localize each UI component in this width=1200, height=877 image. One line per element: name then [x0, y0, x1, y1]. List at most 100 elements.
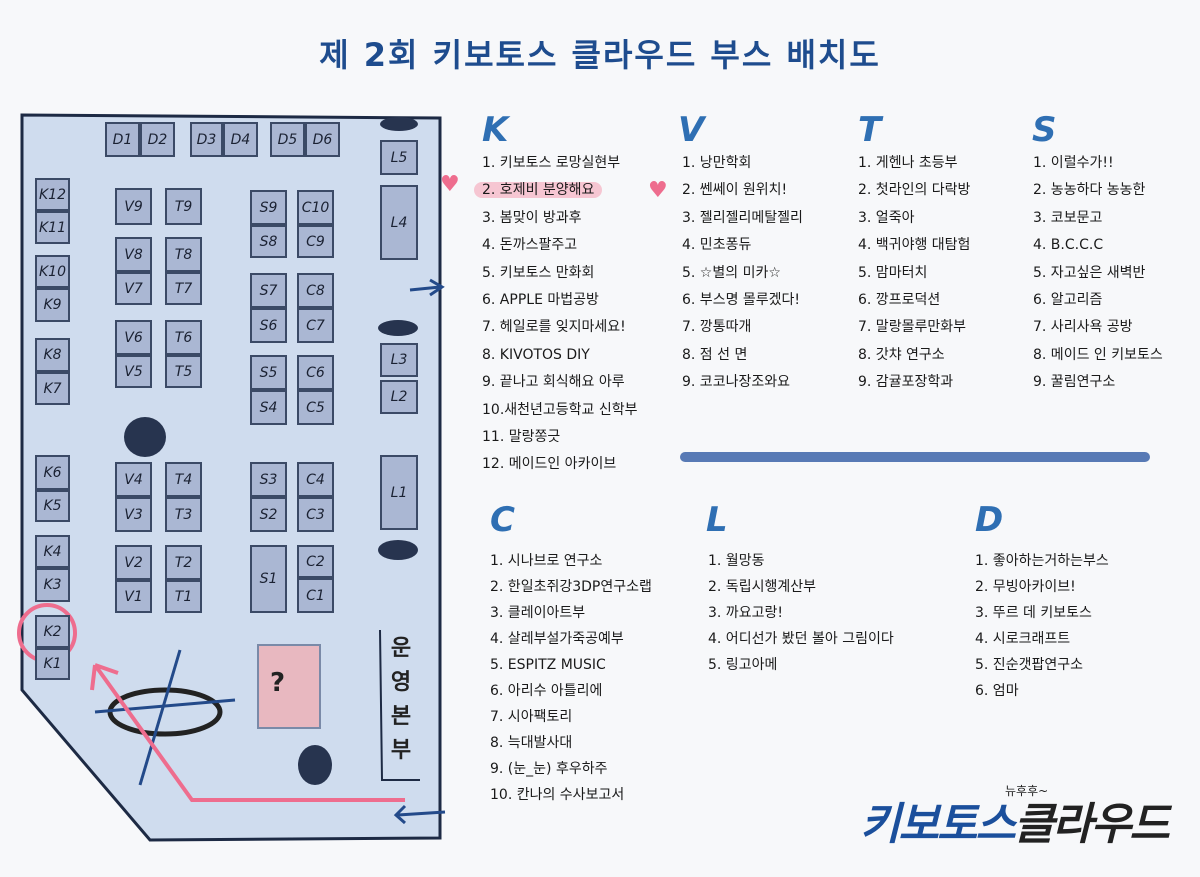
- list-item: 2. 독립시행계산부: [708, 574, 894, 600]
- booth-T7[interactable]: T7: [165, 272, 202, 305]
- booth-K1[interactable]: K1: [35, 648, 70, 680]
- heading-V: V: [678, 110, 705, 150]
- booth-K7[interactable]: K7: [35, 372, 70, 405]
- booth-S2[interactable]: S2: [250, 497, 287, 532]
- list-item: 7. 헤일로를 잊지마세요!: [482, 314, 638, 341]
- booth-C8[interactable]: C8: [297, 273, 334, 308]
- booth-L2[interactable]: L2: [380, 380, 418, 414]
- booth-name: 2. 무빙아카이브!: [975, 579, 1076, 595]
- booth-name: 3. 까요고랑!: [708, 605, 783, 621]
- booth-V4[interactable]: V4: [115, 462, 152, 497]
- heart-icon: ♥: [440, 172, 460, 197]
- booth-S8[interactable]: S8: [250, 225, 287, 258]
- booth-T1[interactable]: T1: [165, 580, 202, 613]
- booth-D1[interactable]: D1: [105, 122, 140, 157]
- booth-V6[interactable]: V6: [115, 320, 152, 355]
- booth-V7[interactable]: V7: [115, 272, 152, 305]
- list-item: 7. 시아팩토리: [490, 704, 652, 730]
- booth-T3[interactable]: T3: [165, 497, 202, 532]
- booth-K10[interactable]: K10: [35, 255, 70, 288]
- booth-C3[interactable]: C3: [297, 497, 334, 532]
- booth-S9[interactable]: S9: [250, 190, 287, 225]
- booth-C4[interactable]: C4: [297, 462, 334, 497]
- booth-C2[interactable]: C2: [297, 545, 334, 578]
- booth-T6[interactable]: T6: [165, 320, 202, 355]
- list-item: 6. 엄마: [975, 678, 1109, 704]
- booth-K11[interactable]: K11: [35, 211, 70, 244]
- booth-K12[interactable]: K12: [35, 178, 70, 211]
- list-item: 2. 첫라인의 다락방: [858, 177, 970, 204]
- booth-name: 6. 부스명 몰루겠다!: [682, 292, 801, 309]
- booth-name: 3. 클레이아트부: [490, 605, 586, 621]
- booth-L5[interactable]: L5: [380, 140, 418, 175]
- booth-K8[interactable]: K8: [35, 338, 70, 372]
- list-item: 3. 클레이아트부: [490, 600, 652, 626]
- booth-T5[interactable]: T5: [165, 355, 202, 388]
- booth-L1[interactable]: L1: [380, 455, 418, 530]
- booth-V9[interactable]: V9: [115, 188, 152, 225]
- booth-L4[interactable]: L4: [380, 185, 418, 260]
- list-item: 8. 메이드 인 키보토스: [1033, 342, 1163, 369]
- heading-K: K: [482, 110, 509, 150]
- booth-S5[interactable]: S5: [250, 355, 287, 390]
- booth-D4[interactable]: D4: [223, 122, 258, 157]
- booth-K2[interactable]: K2: [35, 615, 70, 648]
- booth-name: 8. KIVOTOS DIY: [482, 346, 590, 363]
- list-item: 5. 링고아메: [708, 652, 894, 678]
- list-item: 6. 부스명 몰루겠다!: [682, 287, 803, 314]
- booth-V3[interactable]: V3: [115, 497, 152, 532]
- booth-L3[interactable]: L3: [380, 343, 418, 377]
- booth-name: 2. 호제비 분양해요: [474, 182, 603, 199]
- booth-C10[interactable]: C10: [297, 190, 334, 225]
- logo-part1: 키보토스: [860, 799, 1016, 850]
- booth-S3[interactable]: S3: [250, 462, 287, 497]
- booth-V8[interactable]: V8: [115, 237, 152, 272]
- booth-C1[interactable]: C1: [297, 578, 334, 613]
- booth-V5[interactable]: V5: [115, 355, 152, 388]
- booth-name: 7. 헤일로를 잊지마세요!: [482, 319, 626, 336]
- booth-name: 8. 메이드 인 키보토스: [1033, 346, 1163, 363]
- hq-wall: [379, 629, 420, 781]
- booth-T8[interactable]: T8: [165, 237, 202, 272]
- list-item: 1. 키보토스 로망실현부: [482, 150, 638, 177]
- booth-V1[interactable]: V1: [115, 580, 152, 613]
- booth-S4[interactable]: S4: [250, 390, 287, 425]
- booth-name: 11. 말랑쫑긋: [482, 429, 561, 446]
- booth-K3[interactable]: K3: [35, 568, 70, 602]
- booth-name: 7. 깡통따개: [682, 319, 752, 336]
- booth-D2[interactable]: D2: [140, 122, 175, 157]
- list-item: 3. 젤리젤리메탈젤리: [682, 205, 803, 232]
- booth-D5[interactable]: D5: [270, 122, 305, 157]
- booth-S6[interactable]: S6: [250, 308, 287, 343]
- booth-K9[interactable]: K9: [35, 288, 70, 322]
- booth-K4[interactable]: K4: [35, 535, 70, 568]
- heading-D: D: [975, 500, 1004, 540]
- list-item: 10.새천년고등학교 신학부: [482, 397, 638, 424]
- booth-S7[interactable]: S7: [250, 273, 287, 308]
- booth-K6[interactable]: K6: [35, 455, 70, 490]
- booth-K5[interactable]: K5: [35, 490, 70, 522]
- booth-name: 10.새천년고등학교 신학부: [482, 401, 638, 418]
- list-item: 1. 월망동: [708, 548, 894, 574]
- booth-T4[interactable]: T4: [165, 462, 202, 497]
- heading-S: S: [1032, 110, 1057, 150]
- booth-C7[interactable]: C7: [297, 308, 334, 343]
- booth-T2[interactable]: T2: [165, 545, 202, 580]
- booth-T9[interactable]: T9: [165, 188, 202, 225]
- brush-divider: [680, 452, 1150, 462]
- booth-name: 2. 독립시행계산부: [708, 579, 816, 595]
- booth-C5[interactable]: C5: [297, 390, 334, 425]
- list-item: 8. KIVOTOS DIY: [482, 342, 638, 369]
- booth-V2[interactable]: V2: [115, 545, 152, 580]
- booth-C6[interactable]: C6: [297, 355, 334, 390]
- booth-S1[interactable]: S1: [250, 545, 287, 613]
- booth-name: 4. 민초퐁듀: [682, 237, 752, 254]
- booth-D3[interactable]: D3: [190, 122, 223, 157]
- booth-D6[interactable]: D6: [305, 122, 340, 157]
- booth-C9[interactable]: C9: [297, 225, 334, 258]
- pillar: [378, 540, 418, 560]
- booth-name: 5. 링고아메: [708, 657, 778, 673]
- booth-name: 8. 갓챠 연구소: [858, 346, 945, 363]
- list-item: 9. 감귤포장학과: [858, 369, 970, 396]
